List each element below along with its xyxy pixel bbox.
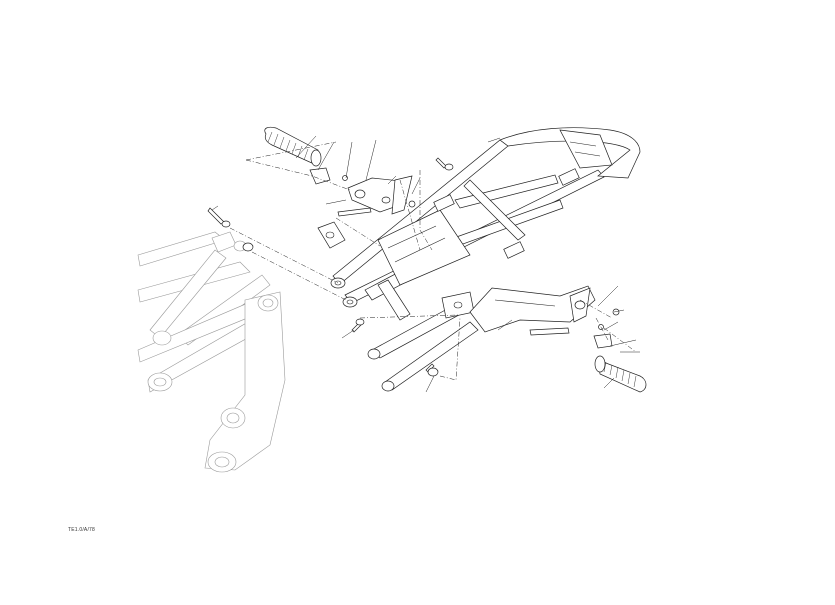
callout-leaders	[211, 135, 640, 393]
rear-subframe	[330, 127, 641, 392]
main-frame	[137, 231, 286, 473]
frame-bolts	[207, 157, 454, 377]
right-rider-footpeg	[594, 355, 647, 393]
assembly-lines	[229, 141, 637, 381]
right-footpeg-bracket	[469, 285, 620, 349]
left-rider-footpeg	[264, 126, 322, 167]
left-footpeg-bracket	[309, 167, 416, 249]
drawing-reference-code: TE1.0/A/78	[68, 527, 96, 533]
